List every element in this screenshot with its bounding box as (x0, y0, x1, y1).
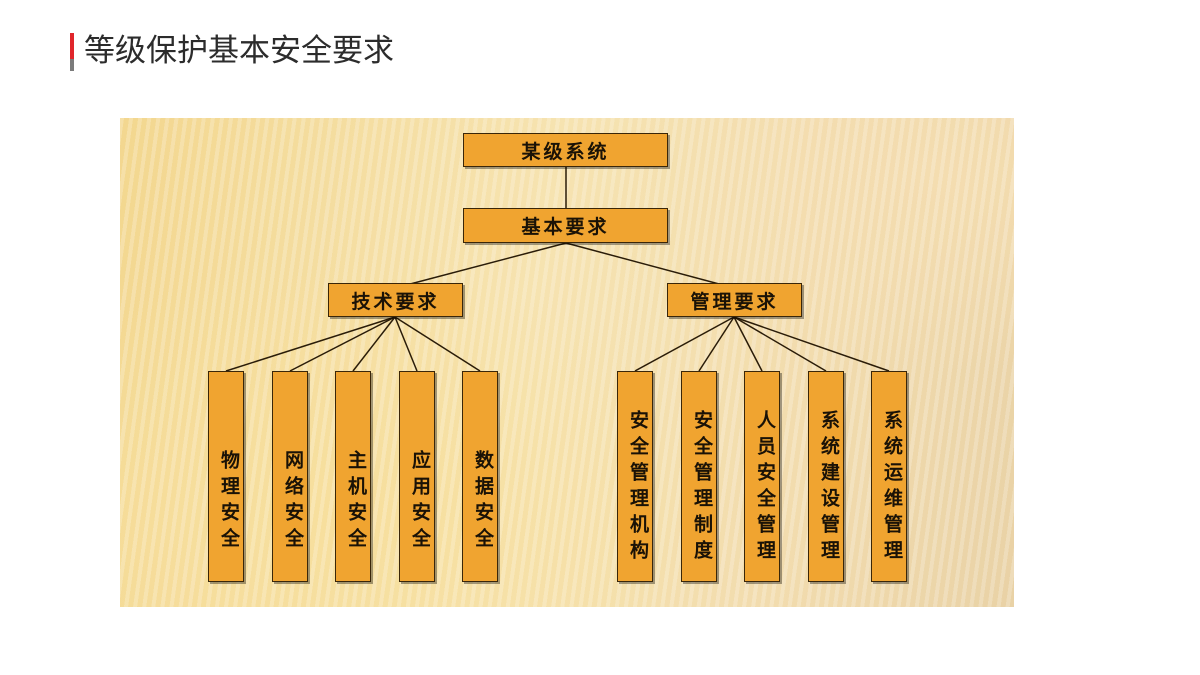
tech-child-node: 应用安全 (399, 371, 435, 582)
technical-requirements-node: 技术要求 (328, 283, 463, 317)
management-requirements-node: 管理要求 (667, 283, 802, 317)
connector-tech-child (394, 316, 418, 372)
root-node: 某级系统 (463, 133, 668, 167)
tech-child-node: 网络安全 (272, 371, 308, 582)
connector-mgmt-child (733, 316, 827, 372)
connector-basic-mgmt (565, 242, 735, 289)
mgmt-child-node: 安全管理制度 (681, 371, 717, 582)
connector-basic-tech (394, 242, 567, 289)
connector-tech-child (225, 316, 396, 372)
connector-mgmt-child (698, 316, 735, 372)
tech-child-node: 物理安全 (208, 371, 244, 582)
connector-tech-child (289, 316, 396, 372)
mgmt-child-node: 安全管理机构 (617, 371, 653, 582)
mgmt-child-node: 人员安全管理 (744, 371, 780, 582)
basic-requirements-node: 基本要求 (463, 208, 668, 243)
connector-mgmt-child (733, 316, 890, 372)
mgmt-child-node: 系统运维管理 (871, 371, 907, 582)
connector-tech-child (352, 316, 396, 372)
connector-tech-child (394, 316, 481, 372)
page-title: 等级保护基本安全要求 (84, 33, 394, 69)
hierarchy-diagram: 某级系统 基本要求 技术要求 管理要求 物理安全 网络安全 主机安全 应用安全 … (120, 118, 1014, 607)
mgmt-child-node: 系统建设管理 (808, 371, 844, 582)
connector-mgmt-child (733, 316, 763, 372)
tech-child-node: 主机安全 (335, 371, 371, 582)
connector-mgmt-child (634, 316, 735, 372)
title-accent-bar (70, 33, 74, 71)
connector-lines (225, 167, 890, 372)
tech-child-node: 数据安全 (462, 371, 498, 582)
